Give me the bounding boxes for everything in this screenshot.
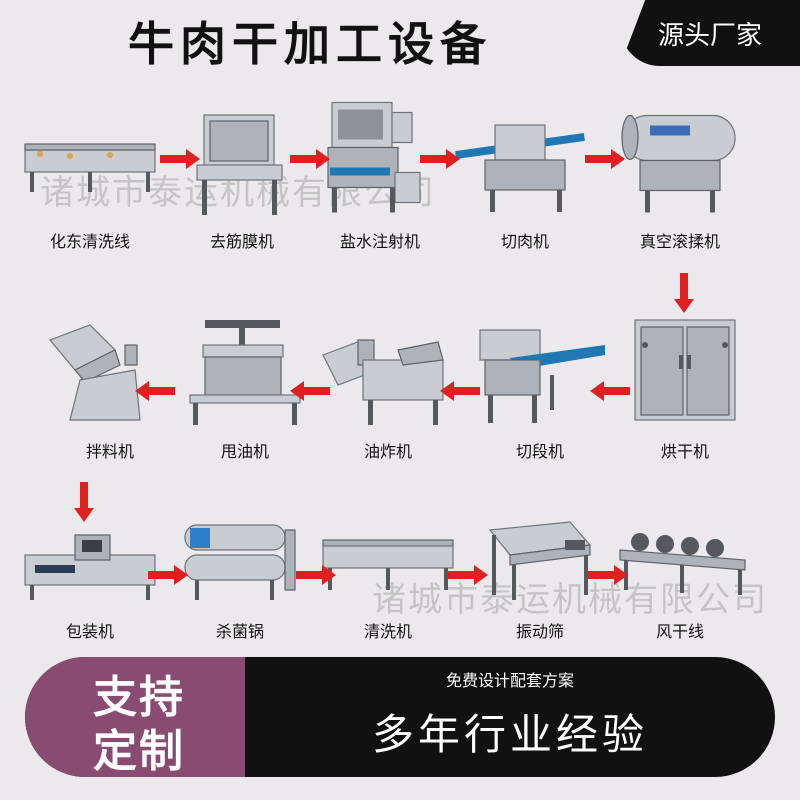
machine-label: 清洗机 xyxy=(363,622,412,641)
machine-cell: 包装机 xyxy=(20,500,160,641)
deoiling-machine-image xyxy=(189,320,301,425)
packaging-machine-image xyxy=(24,534,156,600)
fryer-image xyxy=(322,339,444,425)
machine-label: 切肉机 xyxy=(500,232,549,251)
arrow-right-icon xyxy=(290,149,330,169)
machine-cell: 杀菌锅 xyxy=(170,500,310,641)
machine-cell: 清洗机 xyxy=(318,500,458,641)
machine-label: 拌料机 xyxy=(85,442,134,461)
washing-line-image xyxy=(24,143,156,192)
vibrating-screen-image xyxy=(488,521,592,600)
machine-cell: 化东清洗线 xyxy=(20,110,160,251)
arrow-down-icon xyxy=(674,273,694,313)
machine-label: 甩油机 xyxy=(220,442,269,461)
machine-cell: 切肉机 xyxy=(455,110,595,251)
experience-text: 多年行业经验 xyxy=(371,710,648,759)
machine-cell: 油炸机 xyxy=(318,320,458,461)
arrow-right-icon xyxy=(148,565,188,585)
arrow-right-icon xyxy=(585,149,625,169)
machine-label: 切段机 xyxy=(515,442,564,461)
machine-label: 烘干机 xyxy=(660,442,709,461)
arrow-left-icon xyxy=(440,381,480,401)
footer-banner: 支持 定制 免费设计配套方案 多年行业经验 xyxy=(25,657,775,777)
machine-cell: 真空滚揉机 xyxy=(610,105,750,251)
machine-cell: 风干线 xyxy=(610,500,750,641)
arrow-down-icon xyxy=(74,482,94,522)
machine-label: 盐水注射机 xyxy=(339,232,420,251)
source-factory-badge: 源头厂家 xyxy=(620,0,800,66)
machine-label: 真空滚揉机 xyxy=(639,232,720,251)
washer-image xyxy=(322,539,454,590)
free-design-text: 免费设计配套方案 xyxy=(445,671,574,690)
meat-cutter-image xyxy=(455,124,585,212)
arrow-right-icon xyxy=(420,149,460,169)
watermark-bottom: 诸城市泰运机械有限公司 xyxy=(372,580,768,620)
arrow-left-icon xyxy=(590,381,630,401)
customize-panel: 支持 定制 xyxy=(25,657,245,777)
machine-cell: 盐水注射机 xyxy=(310,95,450,251)
machine-label: 杀菌锅 xyxy=(215,622,264,641)
air-drying-line-image xyxy=(619,533,746,595)
machine-cell: 切段机 xyxy=(470,320,610,461)
machine-cell: 烘干机 xyxy=(615,315,755,461)
arrow-right-icon xyxy=(448,565,488,585)
machine-label: 化东清洗线 xyxy=(49,232,130,251)
machine-cell: 去筋膜机 xyxy=(172,100,312,251)
machine-label: 油炸机 xyxy=(363,442,412,461)
customize-line-2: 定制 xyxy=(93,726,185,777)
arrow-left-icon xyxy=(290,381,330,401)
machine-cell: 甩油机 xyxy=(175,315,315,461)
page-title: 牛肉干加工设备 xyxy=(128,17,492,71)
dryer-image xyxy=(634,319,736,421)
vacuum-tumbler-image xyxy=(621,114,736,213)
machine-cell: 振动筛 xyxy=(470,500,610,641)
brine-injector-image xyxy=(327,101,421,213)
machine-label: 振动筛 xyxy=(515,622,564,641)
arrow-right-icon xyxy=(160,149,200,169)
arrow-left-icon xyxy=(135,381,175,401)
strip-cutter-image xyxy=(479,329,605,423)
arrow-right-icon xyxy=(588,565,628,585)
machine-label: 风干线 xyxy=(655,622,704,641)
sterilizer-image xyxy=(184,524,296,600)
customize-line-1: 支持 xyxy=(93,672,185,723)
machine-label: 包装机 xyxy=(65,622,114,641)
arrow-right-icon xyxy=(296,565,336,585)
machine-label: 去筋膜机 xyxy=(209,232,274,251)
seasoning-mixer-image xyxy=(48,324,141,421)
machine-cell: 拌料机 xyxy=(40,320,180,461)
membrane-remover-image xyxy=(196,114,283,215)
